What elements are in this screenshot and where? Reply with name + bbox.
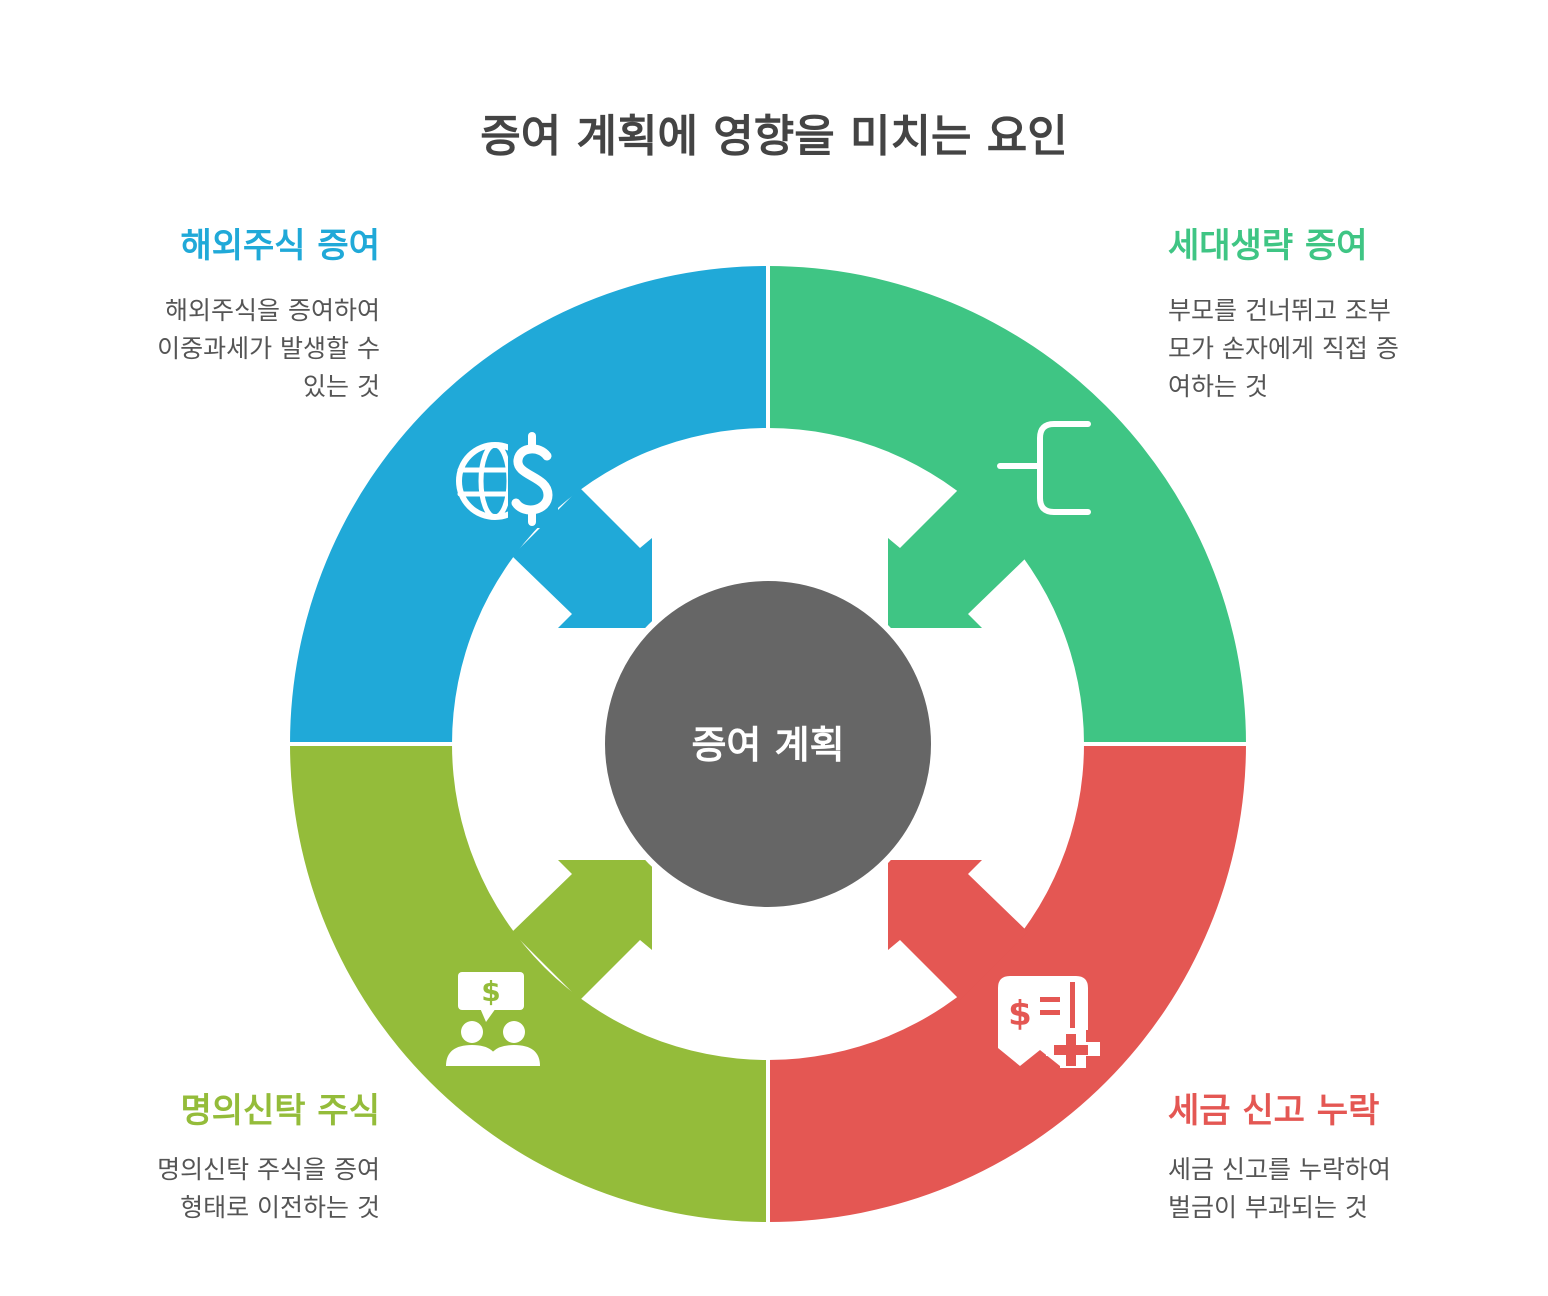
desc-line: 해외주식을 증여하여 — [165, 296, 380, 325]
desc-line: 세금 신고를 누락하여 — [1168, 1155, 1391, 1184]
heading-nominee-trust-stock: 명의신탁 주식 — [180, 1091, 380, 1131]
arrow-bottom-left — [512, 860, 652, 1000]
desc-line: 있는 것 — [303, 372, 380, 401]
center-circle — [599, 575, 937, 913]
desc-overseas-stock-gift: 해외주식을 증여하여 이중과세가 발생할 수 있는 것 — [157, 292, 380, 406]
desc-line: 벌금이 부과되는 것 — [1168, 1193, 1368, 1222]
arrow-bottom-right — [888, 860, 1028, 1000]
desc-line: 부모를 건너뛰고 조부 — [1168, 296, 1391, 325]
svg-text:$: $ — [1008, 994, 1032, 1034]
heading-generation-skip-gift: 세대생략 증여 — [1168, 226, 1368, 266]
desc-tax-filing-omission: 세금 신고를 누락하여 벌금이 부과되는 것 — [1168, 1151, 1391, 1227]
desc-line: 명의신탁 주식을 증여 — [157, 1155, 380, 1184]
desc-line: 이중과세가 발생할 수 — [157, 334, 380, 363]
diagram-title: 증여 계획에 영향을 미치는 요인 — [480, 111, 1068, 162]
center-label: 증여 계획 — [691, 723, 844, 767]
desc-line: 모가 손자에게 직접 증 — [1168, 334, 1399, 363]
heading-tax-filing-omission: 세금 신고 누락 — [1168, 1091, 1380, 1131]
svg-text:$: $ — [481, 975, 500, 1008]
desc-generation-skip-gift: 부모를 건너뛰고 조부 모가 손자에게 직접 증 여하는 것 — [1168, 292, 1399, 406]
heading-overseas-stock-gift: 해외주식 증여 — [180, 226, 380, 266]
people-dollar-icon: $ — [446, 972, 540, 1066]
tax-receipt-icon: $ — [998, 976, 1100, 1068]
desc-nominee-trust-stock: 명의신탁 주식을 증여 형태로 이전하는 것 — [157, 1151, 380, 1227]
desc-line: 여하는 것 — [1168, 372, 1268, 401]
globe-dollar-icon — [456, 432, 558, 528]
quadrant-top-right — [768, 266, 1246, 744]
generation-skip-icon — [997, 421, 1091, 515]
quadrant-bottom-left — [290, 744, 768, 1222]
arrow-top-right — [888, 488, 1028, 628]
desc-line: 형태로 이전하는 것 — [180, 1193, 380, 1222]
